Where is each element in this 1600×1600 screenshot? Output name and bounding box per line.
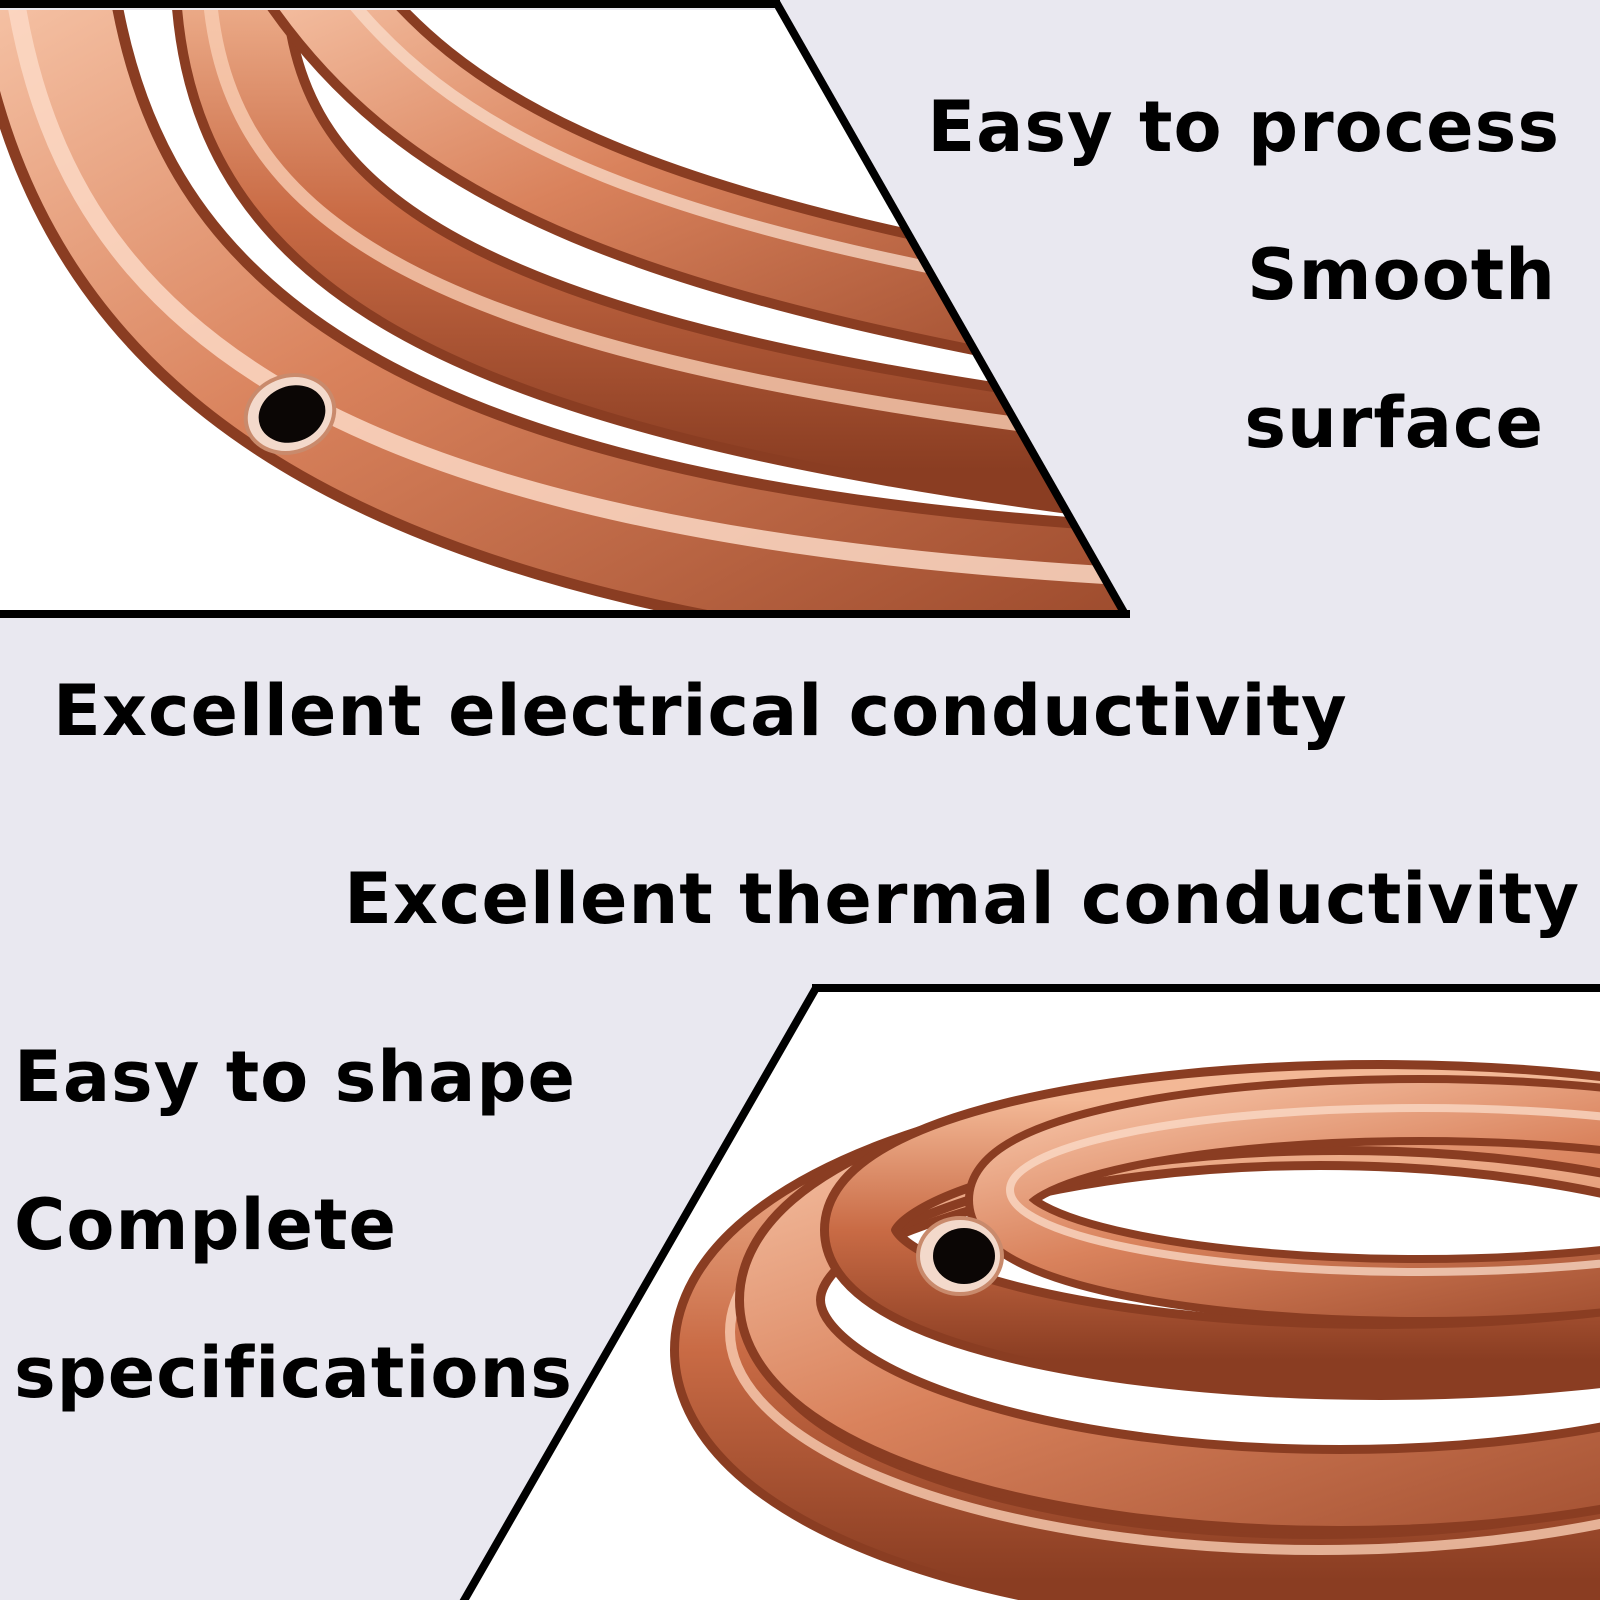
feature-thermal-conductivity: Excellent thermal conductivity: [344, 858, 1580, 940]
feature-complete-specifications-line2: specifications: [14, 1332, 573, 1414]
feature-electrical-conductivity: Excellent electrical conductivity: [53, 670, 1348, 752]
top-panel-diagonal: [772, 0, 1130, 618]
feature-easy-to-process: Easy to process: [927, 86, 1560, 168]
bottom-panel-diagonal: [459, 986, 820, 1600]
feature-easy-to-shape: Easy to shape: [14, 1036, 576, 1118]
feature-smooth-surface-line1: Smooth: [1247, 234, 1556, 316]
bottom-copper-coil-photo: [670, 1060, 1600, 1600]
feature-smooth-surface-line2: surface: [1244, 382, 1544, 464]
feature-complete-specifications-line1: Complete: [14, 1184, 397, 1266]
